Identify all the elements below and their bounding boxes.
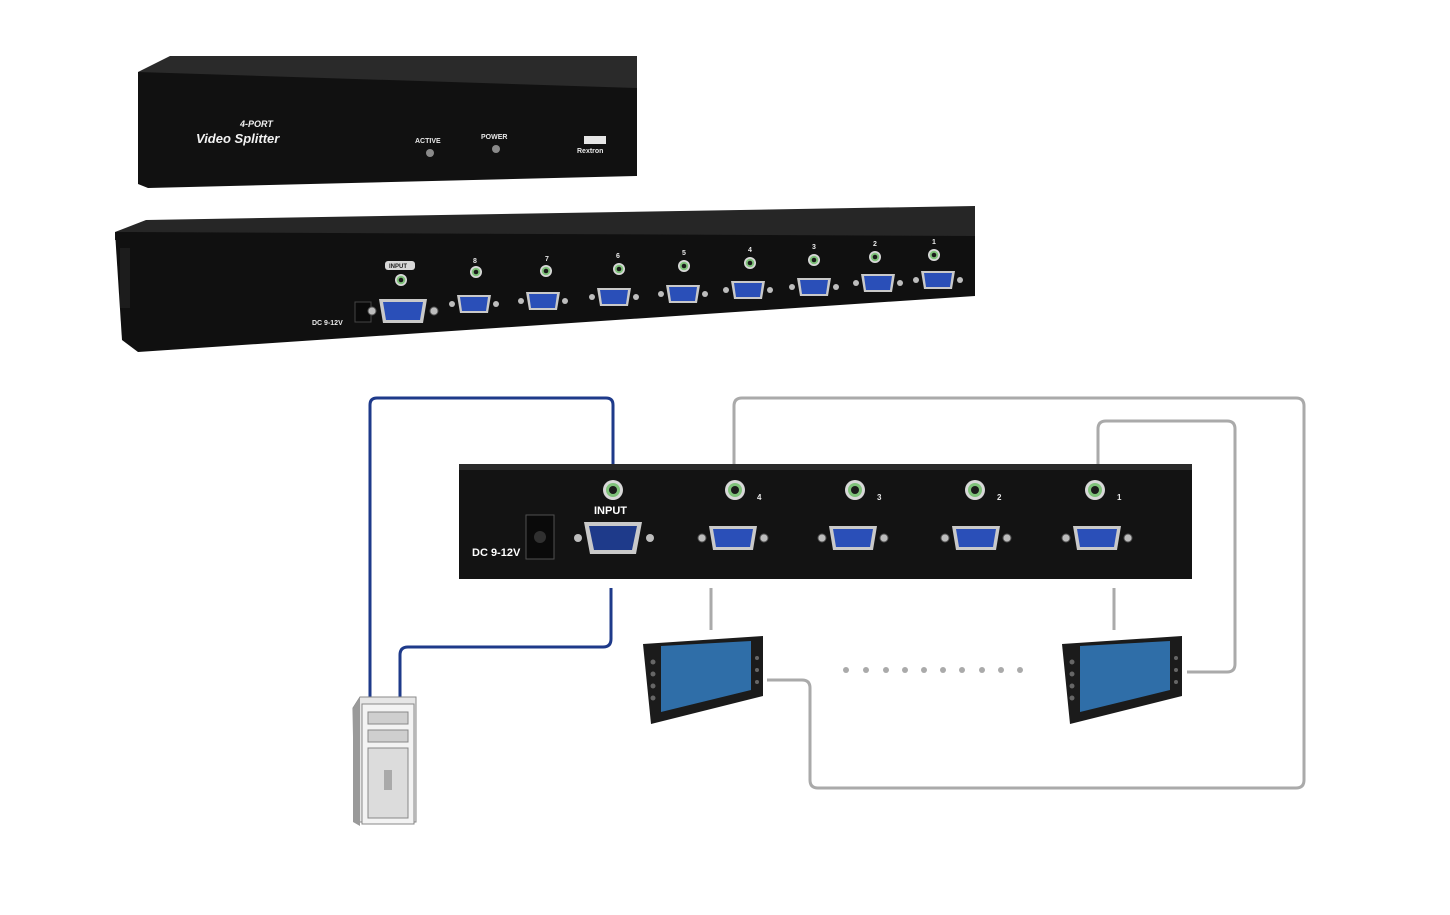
port-number: 2 <box>997 493 1002 502</box>
port-number: 4 <box>748 247 752 254</box>
port-number: 3 <box>877 493 882 502</box>
port-number: 8 <box>473 258 477 265</box>
audio-jack-icon <box>540 265 552 277</box>
monitor-icon <box>643 636 763 724</box>
power-led-label: POWER <box>481 134 507 141</box>
power-jack-icon <box>525 514 555 560</box>
port-number: 1 <box>932 239 936 246</box>
pc-tower-icon <box>352 696 417 826</box>
rear-panel-8port: DC 9-12V INPUT 8 7 6 5 4 3 2 1 <box>115 206 975 352</box>
input-cable <box>368 396 615 697</box>
input-label-8port: INPUT <box>389 264 407 270</box>
model-line-label: 4-PORT <box>239 119 274 129</box>
port-number: 1 <box>1117 493 1122 502</box>
audio-jack-icon <box>1085 480 1105 500</box>
audio-jack-icon <box>808 254 820 266</box>
audio-jack-icon <box>725 480 745 500</box>
port-number: 5 <box>682 250 686 257</box>
power-label-4port: DC 9-12V <box>472 547 521 559</box>
active-led-icon <box>426 149 434 157</box>
audio-jack-icon <box>470 266 482 278</box>
audio-jack-icon <box>845 480 865 500</box>
input-vga-port-icon <box>574 522 654 554</box>
port-number: 7 <box>545 256 549 263</box>
port-number: 6 <box>616 253 620 260</box>
brand-label: Rextron <box>577 148 603 155</box>
port-number: 4 <box>757 493 762 502</box>
power-label-8port: DC 9-12V <box>312 320 343 327</box>
output-cable <box>709 396 1306 790</box>
rextron-logo-icon <box>584 136 606 144</box>
active-led-label: ACTIVE <box>415 138 441 145</box>
port-number: 3 <box>812 244 816 251</box>
audio-jack-icon <box>678 260 690 272</box>
audio-jack-icon <box>928 249 940 261</box>
audio-jack-icon <box>965 480 985 500</box>
power-led-icon <box>492 145 500 153</box>
more-outputs-ellipsis <box>843 667 1023 673</box>
audio-jack-icon <box>613 263 625 275</box>
audio-jack-icon <box>395 274 407 286</box>
audio-jack-icon <box>744 257 756 269</box>
audio-jack-icon <box>869 251 881 263</box>
rear-panel-4port: DC 9-12V INPUT 4 3 2 1 <box>459 464 1192 579</box>
input-audio-jack-icon <box>603 480 623 500</box>
port-number: 2 <box>873 241 877 248</box>
input-label-4port: INPUT <box>594 505 627 517</box>
front-panel: 4-PORT Video Splitter ACTIVE POWER Rextr… <box>138 56 637 188</box>
monitor-icon <box>1062 636 1182 724</box>
product-name-label: Video Splitter <box>196 131 280 146</box>
